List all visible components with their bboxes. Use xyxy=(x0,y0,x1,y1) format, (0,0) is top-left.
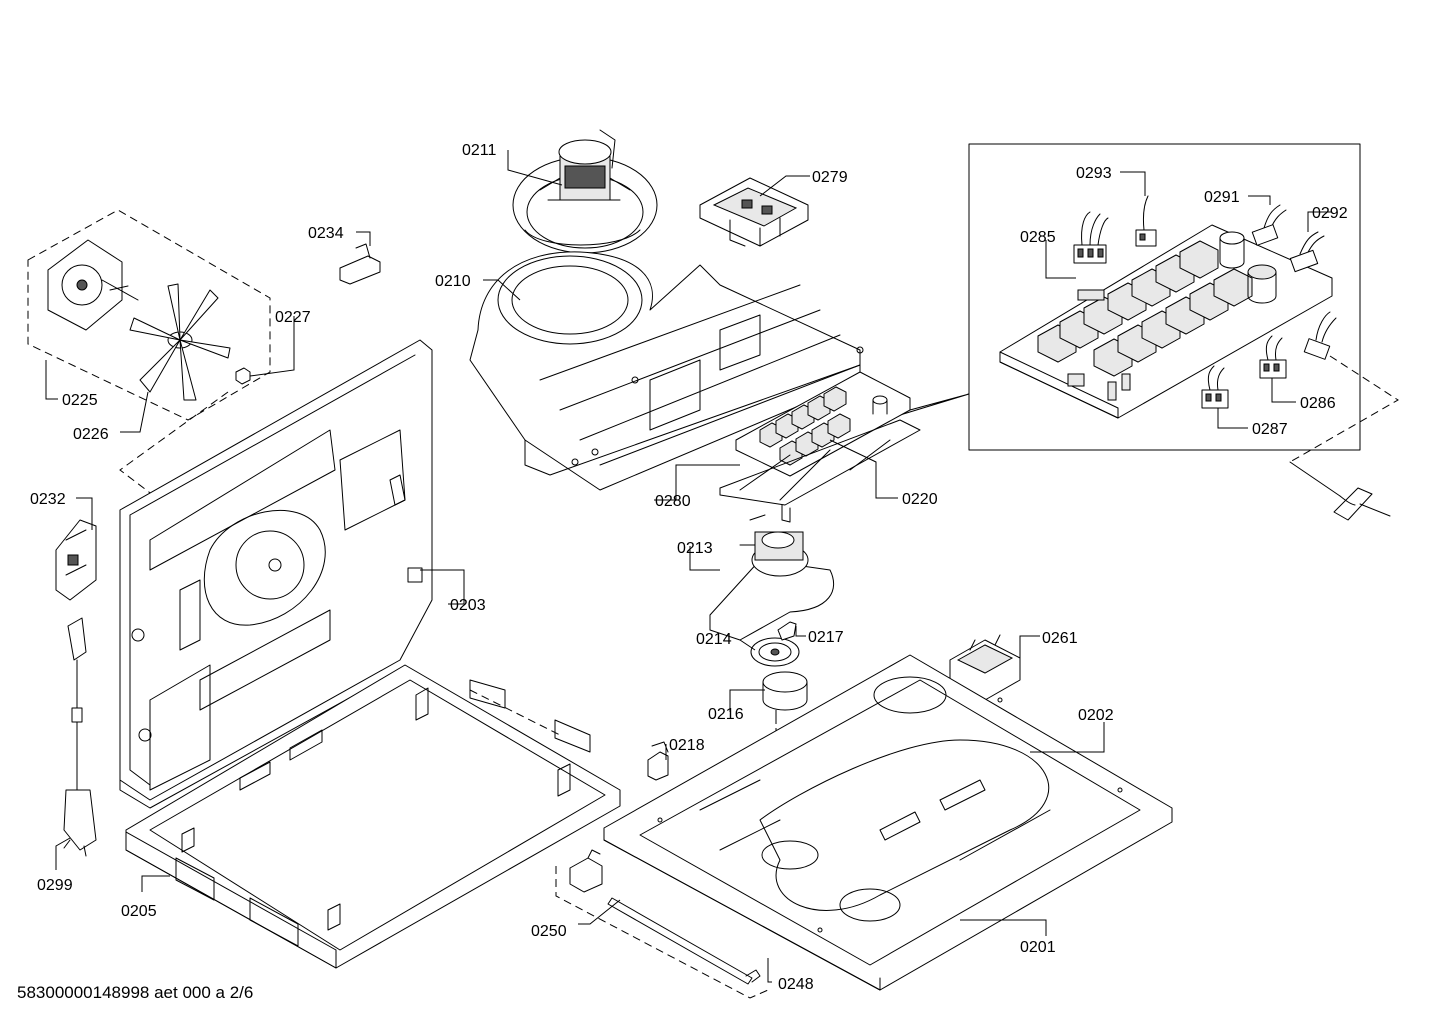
probe-0248 xyxy=(607,897,761,985)
sensor-0250 xyxy=(569,849,603,893)
callout-0226: 0226 xyxy=(73,426,109,443)
callout-0216: 0216 xyxy=(708,706,744,723)
callout-0202: 0202 xyxy=(1078,707,1114,724)
inset-connector-0287 xyxy=(1201,365,1229,409)
base-plate-0202 xyxy=(603,654,1173,991)
callout-0293: 0293 xyxy=(1076,165,1112,182)
outside-connector-and-sensor xyxy=(1289,311,1399,521)
fan-motor-0213 xyxy=(709,514,835,641)
inset-connector-0285 xyxy=(1073,211,1109,264)
ring-0216 xyxy=(762,671,808,711)
leader-lines xyxy=(45,150,1332,983)
document-id: 58300000148998 aet 000 a 2/6 xyxy=(17,983,253,1002)
switch-0218 xyxy=(647,741,669,781)
bottom-tray-0205 xyxy=(125,664,621,969)
inset-connector-0291 xyxy=(1251,204,1287,246)
callout-0218: 0218 xyxy=(669,737,705,754)
fan-motor-0225 xyxy=(47,239,139,331)
connector-0232 xyxy=(55,519,97,601)
callout-0292: 0292 xyxy=(1312,205,1348,222)
callout-0280: 0280 xyxy=(655,493,691,510)
callout-0286: 0286 xyxy=(1300,395,1336,412)
callout-0250: 0250 xyxy=(531,923,567,940)
fan-assembly-outline xyxy=(27,209,271,421)
callout-0225: 0225 xyxy=(62,392,98,409)
blower-motor-0211 xyxy=(512,129,658,254)
callout-0248: 0248 xyxy=(778,976,814,993)
callout-0291: 0291 xyxy=(1204,189,1240,206)
clip-0234 xyxy=(339,243,381,285)
callout-0287: 0287 xyxy=(1252,421,1288,438)
callout-0213: 0213 xyxy=(677,540,713,557)
nut-0227 xyxy=(235,367,251,385)
wheel-0214 xyxy=(750,637,800,667)
callout-0201: 0201 xyxy=(1020,939,1056,956)
inset-connector-0286 xyxy=(1259,335,1287,379)
inset-connector-0292 xyxy=(1289,231,1325,273)
clip-0217 xyxy=(777,621,797,641)
callout-0220: 0220 xyxy=(902,491,938,508)
callout-0285: 0285 xyxy=(1020,229,1056,246)
callout-0210: 0210 xyxy=(435,273,471,290)
detail-inset xyxy=(968,143,1361,451)
callout-0205: 0205 xyxy=(121,903,157,920)
callout-labels: 0211 0279 0234 0210 0227 0225 0226 0232 … xyxy=(30,142,1348,993)
callout-0211: 0211 xyxy=(462,142,497,159)
power-cord-0299 xyxy=(63,617,97,857)
rear-panel-0203 xyxy=(119,339,433,809)
control-pcb-0280 xyxy=(735,371,911,477)
fan-wheel-0226 xyxy=(129,283,231,401)
callout-0203: 0203 xyxy=(450,597,486,614)
callout-0261: 0261 xyxy=(1042,630,1078,647)
callout-0217: 0217 xyxy=(808,629,844,646)
transformer-0261 xyxy=(949,634,1021,701)
callout-0232: 0232 xyxy=(30,491,66,508)
terminal-block-0279 xyxy=(699,177,809,247)
callout-0279: 0279 xyxy=(812,169,848,186)
callout-0234: 0234 xyxy=(308,225,344,242)
callout-0227: 0227 xyxy=(275,309,311,326)
callout-0214: 0214 xyxy=(696,631,732,648)
pcb-bracket-0220 xyxy=(719,419,921,523)
callout-0299: 0299 xyxy=(37,877,73,894)
inset-pcb-board xyxy=(999,224,1333,419)
fan-housing-0210 xyxy=(469,251,864,491)
inset-connector-0293 xyxy=(1135,195,1157,247)
